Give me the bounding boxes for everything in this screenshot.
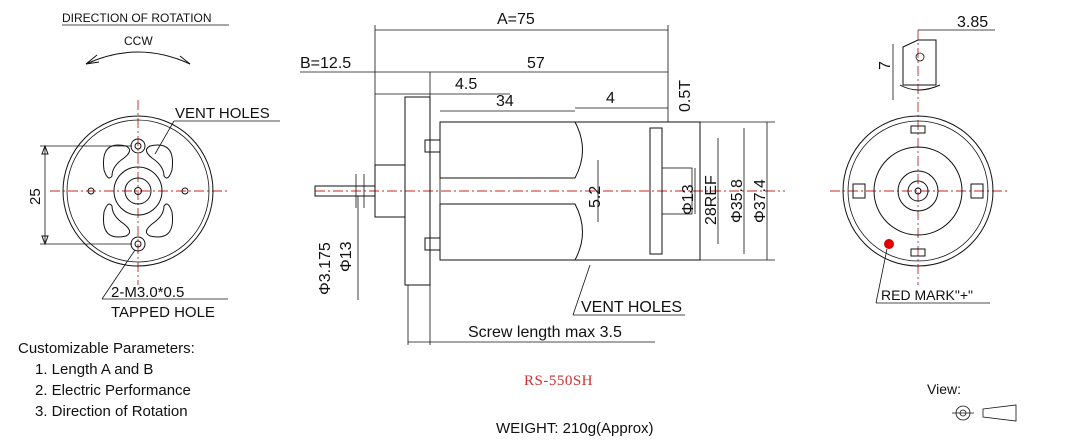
- side-vent-holes-label: VENT HOLES: [581, 299, 682, 316]
- screw-boss: [424, 237, 441, 251]
- left-vent-holes-label: VENT HOLES: [175, 105, 270, 122]
- view-label: View:: [927, 381, 961, 397]
- dim-b-label: B=12.5: [300, 55, 351, 72]
- side-hole: [87, 187, 95, 195]
- left-vent-slot: [102, 203, 130, 238]
- side-view: A=75 B=12.5 57 4.5 34 4 0.5T Φ37.4 Φ35.8…: [300, 11, 785, 345]
- tapped-hole-label: TAPPED HOLE: [111, 304, 215, 321]
- terminal: [910, 125, 926, 134]
- left-shaft: [134, 187, 142, 195]
- projection-cone: [982, 404, 1017, 422]
- right-hub-outer: [897, 170, 939, 212]
- dim-4-label: 4: [606, 90, 615, 107]
- dim-3-85-label: 3.85: [957, 14, 988, 31]
- terminal: [970, 183, 984, 199]
- left-vent-slot: [102, 144, 130, 179]
- right-shaft: [914, 187, 922, 195]
- dim-phi37-4-label: Φ37.4: [752, 179, 769, 223]
- dim-57-label: 57: [527, 55, 545, 72]
- rotation-direction: CCW: [124, 34, 153, 48]
- tapped-hole-spec: 2-M3.0*0.5: [111, 284, 184, 301]
- weight-label: WEIGHT: 210g(Approx): [496, 420, 654, 437]
- tapped-hole-core: [134, 142, 142, 150]
- dim-28ref-label: 28REF: [703, 175, 720, 225]
- rotation-arrow-tail: [179, 55, 191, 65]
- custom-parameters: Customizable Parameters: 1. Length A and…: [18, 338, 195, 422]
- notes-item: 2. Electric Performance: [35, 382, 191, 399]
- tab-hole: [915, 52, 925, 62]
- tapped-leader: [101, 249, 136, 300]
- right-bearing-ring: [873, 146, 963, 236]
- dim-7-label: 7: [877, 61, 894, 70]
- housing-lower: [439, 203, 583, 261]
- right-housing-inner: [847, 120, 989, 262]
- dim-0-5t-label: 0.5T: [677, 80, 694, 112]
- left-housing-circle: [62, 115, 214, 267]
- housing-upper: [439, 121, 583, 179]
- dim-phi3-175-label: Φ3.175: [317, 242, 334, 295]
- tab-detail-base: [899, 84, 941, 91]
- right-end-view: RED MARK"+" 3.85 7: [830, 14, 1017, 422]
- left-hub-outer: [113, 166, 163, 216]
- dim-4-5-label: 4.5: [455, 76, 477, 93]
- dim-phi13-right-label: Φ13: [680, 184, 697, 215]
- notes-heading: Customizable Parameters:: [18, 340, 195, 357]
- dim-25-label: 25: [27, 188, 44, 205]
- rotation-arrow-head: [85, 54, 100, 65]
- left-housing-inner: [66, 119, 210, 263]
- dim-a-label: A=75: [497, 11, 535, 28]
- terminal: [852, 183, 866, 199]
- vent-leader: [572, 264, 591, 316]
- rotation-arrow-arc: [85, 51, 191, 65]
- dim-25-arrows: [41, 144, 49, 246]
- side-hole: [181, 187, 189, 195]
- red-mark-label: RED MARK"+": [881, 287, 973, 303]
- dim-34-label: 34: [496, 93, 514, 110]
- left-hub-boss: [124, 177, 152, 205]
- red-mark-leader: [875, 248, 888, 304]
- vent-leader: [154, 120, 175, 155]
- model-number: RS-550SH: [524, 373, 594, 389]
- tab-detail: [902, 39, 937, 86]
- notes-item: 1. Length A and B: [35, 361, 154, 378]
- red-mark-dot: [884, 239, 894, 249]
- right-hub: [907, 180, 929, 202]
- screw-length-note: Screw length max 3.5: [468, 324, 622, 341]
- dim-phi35-8-label: Φ35.8: [729, 179, 746, 223]
- rear-bearing: [661, 167, 693, 215]
- terminal: [910, 248, 926, 257]
- right-housing-circle: [842, 115, 994, 267]
- rear-can: [575, 121, 701, 261]
- dim-5-2-label: 5.2: [587, 186, 604, 208]
- rotation-title: DIRECTION OF ROTATION: [62, 11, 212, 25]
- screw-boss: [424, 139, 441, 153]
- left-vent-slot: [146, 144, 174, 179]
- notes-item: 3. Direction of Rotation: [35, 403, 188, 420]
- left-vent-slot: [146, 203, 174, 238]
- left-end-view: DIRECTION OF ROTATION CCW 25: [27, 11, 280, 321]
- tapped-hole-core: [134, 240, 142, 248]
- dim-phi13-left-label: Φ13: [338, 241, 355, 272]
